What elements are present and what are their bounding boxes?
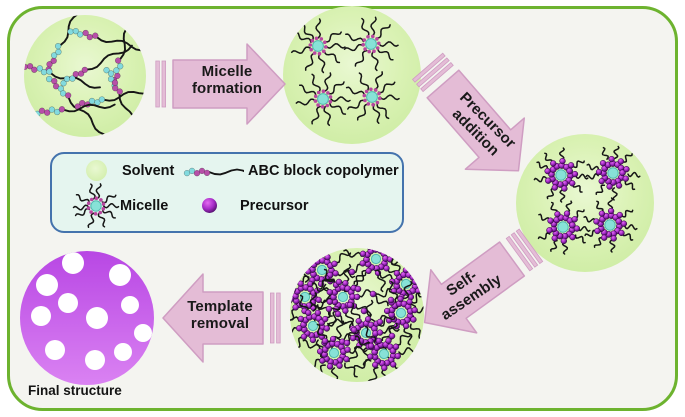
precursor-dot xyxy=(388,332,396,340)
copolymer-chain xyxy=(45,15,86,73)
pore xyxy=(134,324,152,342)
precursor-dot xyxy=(369,290,377,298)
legend-label-solvent: Solvent xyxy=(122,163,175,179)
self-assembly-arrow xyxy=(423,228,544,334)
pore xyxy=(31,306,51,326)
pore xyxy=(62,252,84,274)
pore xyxy=(85,350,105,370)
template-removal-arrow xyxy=(162,273,281,363)
pore xyxy=(36,274,58,296)
copolymer-chain-icon xyxy=(183,167,244,177)
precursor-dot xyxy=(321,337,329,345)
copolymer-chain xyxy=(24,63,101,89)
final-structure-label: Final structure xyxy=(28,383,122,398)
precursor-micelle xyxy=(585,145,641,201)
solvent-circle-copolymer-solution xyxy=(24,15,146,137)
precursor-micelle xyxy=(583,197,638,253)
precursor-icon xyxy=(202,198,217,213)
micelle-formation-arrow xyxy=(155,43,286,125)
legend-label-micelle: Micelle xyxy=(120,198,169,214)
copolymer-chain xyxy=(103,67,143,137)
arrows-group xyxy=(155,43,544,363)
legend: Solvent ABC block copolymer Micelle Prec… xyxy=(50,152,404,233)
precursor-dot xyxy=(354,285,362,293)
pore xyxy=(58,293,78,313)
legend-label-precursor: Precursor xyxy=(240,198,309,214)
label-template-removal: Template removal xyxy=(187,298,253,332)
precursor-micelle xyxy=(533,147,589,203)
precursor-addition-arrow xyxy=(411,52,526,172)
legend-label-copolymer: ABC block copolymer xyxy=(248,163,399,179)
micelle xyxy=(345,71,400,124)
precursor-micelle xyxy=(537,200,591,255)
micelle-icon xyxy=(72,183,120,229)
copolymer-chain xyxy=(60,44,133,87)
precursor-dot xyxy=(343,339,351,347)
micelle xyxy=(295,72,351,127)
micelles-group xyxy=(290,16,400,127)
precursor-dot xyxy=(376,318,384,326)
copolymer-chain xyxy=(34,103,116,118)
label-micelle-formation: Micelle formation xyxy=(191,63,263,97)
copolymer-chain xyxy=(74,88,146,110)
copolymer-chains-group xyxy=(24,15,146,137)
precursor-dot xyxy=(387,296,395,304)
pore xyxy=(109,264,131,286)
precursor-micelle xyxy=(310,263,377,330)
precursor-dot xyxy=(360,307,368,315)
micelle xyxy=(290,18,346,74)
pore xyxy=(114,343,132,361)
precursor-dot xyxy=(348,268,356,276)
pore xyxy=(121,296,139,314)
solvent-swatch-icon xyxy=(86,160,107,181)
precursor-micelles-group xyxy=(533,145,641,255)
pore xyxy=(45,340,65,360)
precursor-micelle xyxy=(302,320,368,382)
copolymer-chain xyxy=(67,27,146,52)
precursor-dot xyxy=(350,326,358,334)
solvent-circle-micelle-solution xyxy=(283,6,421,144)
precursor-dot xyxy=(367,342,375,350)
precursor-dot xyxy=(335,278,343,286)
precursor-dot xyxy=(325,305,333,313)
precursor-dot xyxy=(334,310,342,318)
precursor-micelle xyxy=(332,299,400,367)
self-assembled-group xyxy=(290,248,424,382)
micelle-icon-shape xyxy=(72,183,120,229)
pore xyxy=(86,307,108,329)
copolymer-chain xyxy=(45,75,106,136)
precursor-micelle xyxy=(291,248,356,304)
copolymer-chain xyxy=(183,167,244,177)
precursor-micelle xyxy=(368,280,424,346)
precursor-micelle xyxy=(353,322,418,382)
precursor-dot xyxy=(346,301,354,309)
micelle xyxy=(343,16,399,72)
solvent-circle-precursor-solution xyxy=(516,134,654,272)
pores-group xyxy=(31,252,152,370)
